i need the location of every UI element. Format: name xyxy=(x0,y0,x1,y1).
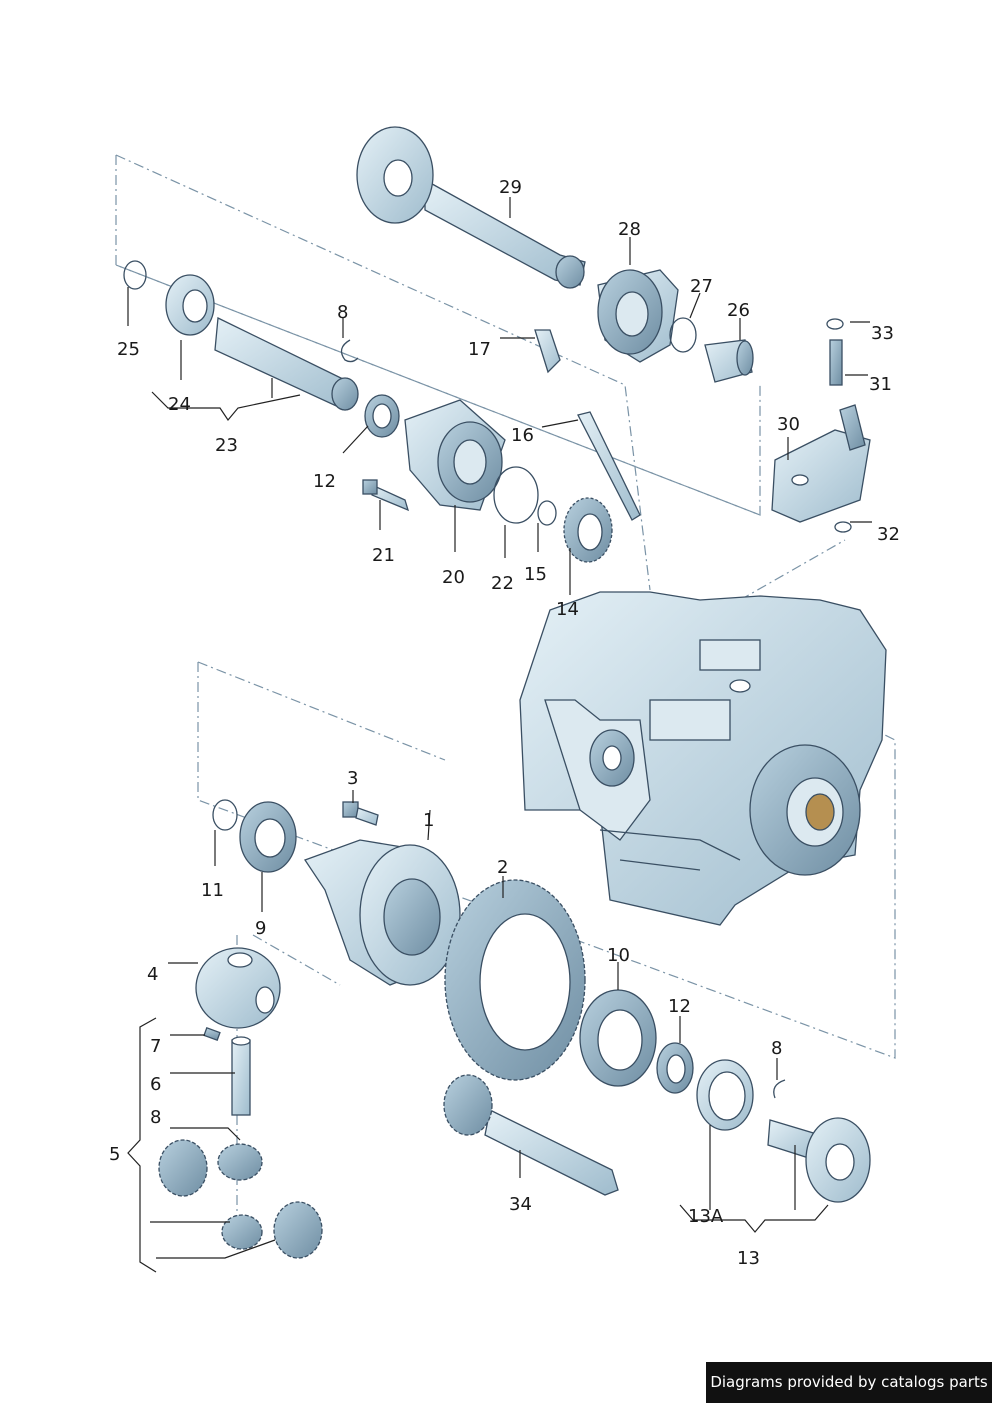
label-4: 4 xyxy=(147,964,158,985)
part-5-gears xyxy=(158,1139,323,1259)
label-10: 10 xyxy=(607,945,630,966)
label-5: 5 xyxy=(109,1144,120,1165)
label-9: 9 xyxy=(255,918,266,939)
part-30-oil-cooler xyxy=(771,404,871,523)
part-12-bearing-top xyxy=(364,394,400,438)
transmission-housing xyxy=(519,591,887,926)
part-17-sender xyxy=(534,329,561,374)
label-28: 28 xyxy=(618,219,641,240)
label-23: 23 xyxy=(215,435,238,456)
label-7: 7 xyxy=(150,1036,161,1057)
part-26-sleeve xyxy=(704,339,754,383)
callout-labels: 29 28 27 26 25 24 23 8 12 17 16 21 20 22… xyxy=(109,177,900,1269)
part-24-seal xyxy=(165,274,215,336)
part-3-bolt xyxy=(342,801,379,826)
part-13a-ring xyxy=(696,1059,754,1131)
label-2: 2 xyxy=(497,857,508,878)
part-9-bearing xyxy=(239,801,297,873)
part-15-circlip xyxy=(537,500,557,526)
part-27-circlip xyxy=(669,317,697,353)
label-12-top: 12 xyxy=(313,471,336,492)
label-33: 33 xyxy=(871,323,894,344)
label-32: 32 xyxy=(877,524,900,545)
credit-banner: Diagrams provided by catalogs parts xyxy=(706,1362,992,1403)
label-8-right: 8 xyxy=(771,1038,782,1059)
part-1-differential-housing xyxy=(304,839,461,986)
part-31-screw xyxy=(829,339,843,386)
part-14-sensor-ring xyxy=(563,497,613,563)
label-8-left: 8 xyxy=(150,1107,161,1128)
part-22-o-ring xyxy=(493,466,539,524)
part-25-circlip xyxy=(123,260,147,290)
label-20: 20 xyxy=(442,567,465,588)
label-29: 29 xyxy=(499,177,522,198)
label-13: 13 xyxy=(737,1248,760,1269)
label-34: 34 xyxy=(509,1194,532,1215)
label-30: 30 xyxy=(777,414,800,435)
label-17: 17 xyxy=(468,339,491,360)
label-6: 6 xyxy=(150,1074,161,1095)
part-10-bearing xyxy=(579,989,657,1087)
part-20-housing-flange xyxy=(404,399,506,511)
part-11-circlip xyxy=(212,799,238,831)
label-12-bottom: 12 xyxy=(668,996,691,1017)
label-8-top: 8 xyxy=(337,302,348,323)
part-6-shaft xyxy=(231,1036,251,1116)
label-24: 24 xyxy=(168,394,191,415)
label-14: 14 xyxy=(556,599,579,620)
label-21: 21 xyxy=(372,545,395,566)
label-22: 22 xyxy=(491,573,514,594)
part-34-pinion-shaft xyxy=(443,1074,619,1196)
part-4-differential-cage xyxy=(195,947,281,1029)
assembly-axis-lines xyxy=(115,154,896,1250)
label-26: 26 xyxy=(727,300,750,321)
part-21-bolt xyxy=(362,479,410,512)
part-8-circlip-top xyxy=(340,339,359,363)
leader-lines xyxy=(127,197,872,1273)
label-1: 1 xyxy=(423,810,434,831)
label-31: 31 xyxy=(869,374,892,395)
part-2-crown-wheel xyxy=(444,879,586,1081)
part-12-bearing-bottom xyxy=(656,1042,694,1094)
label-16: 16 xyxy=(511,425,534,446)
part-33-washer xyxy=(826,318,844,330)
part-32-washer xyxy=(834,521,852,533)
label-11: 11 xyxy=(201,880,224,901)
part-16-speedo-shaft xyxy=(577,411,641,521)
label-13a: 13A xyxy=(688,1206,724,1227)
part-23-drive-shaft xyxy=(214,317,359,411)
label-25: 25 xyxy=(117,339,140,360)
part-8-circlip-bottom xyxy=(773,1079,786,1099)
part-28-bearing-housing xyxy=(597,269,679,363)
label-15: 15 xyxy=(524,564,547,585)
part-7-pin xyxy=(203,1027,221,1041)
part-13-flange-shaft xyxy=(767,1117,871,1203)
part-29-flange-shaft xyxy=(356,126,586,289)
label-27: 27 xyxy=(690,276,713,297)
label-3: 3 xyxy=(347,768,358,789)
